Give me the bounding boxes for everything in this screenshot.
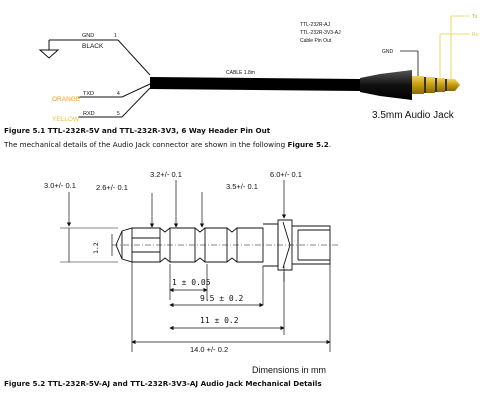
- txd-wire-slant: [121, 83, 151, 98]
- dim-3-5-label: 3.5+/- 0.1: [226, 182, 258, 191]
- body-paragraph: The mechanical details of the Audio Jack…: [3, 140, 331, 149]
- rxd-label: RXD: [83, 111, 95, 117]
- cable-title-3: Cable Pin Out: [300, 38, 332, 44]
- figure-5-2-caption: Figure 5.2 TTL-232R-5V-AJ and TTL-232R-3…: [4, 379, 322, 388]
- horizontal-dim-lines: [131, 262, 331, 352]
- black-label: BLACK: [82, 43, 104, 50]
- dim-3-0-label: 3.0+/- 0.1: [44, 181, 76, 190]
- cable-title-2: TTL-232R-3V3-AJ: [300, 30, 341, 36]
- jack-gnd-label: GND: [382, 49, 394, 55]
- dim-3-2-label: 3.2+/- 0.1: [150, 170, 182, 179]
- audio-jack-plug: [360, 70, 460, 100]
- dim-14-label: 14.0 +/- 0.2: [190, 345, 228, 354]
- dim-2-6-label: 2.6+/- 0.1: [96, 183, 128, 192]
- figure-5-1-caption: Figure 5.1 TTL-232R-5V and TTL-232R-3V3,…: [4, 126, 271, 135]
- jack-rx-label: Rx: [472, 32, 479, 38]
- orange-label: ORANGE: [52, 96, 81, 103]
- yellow-label: YELLOW: [52, 116, 80, 123]
- pin4-label: 4: [117, 91, 120, 97]
- txd-label: TXD: [83, 91, 94, 97]
- pin5-label: 5: [117, 111, 120, 117]
- dim-1-2-label: 1.2: [92, 242, 100, 254]
- cable-title-1: TTL-232R-AJ: [300, 22, 331, 28]
- dim-11-label: 11 ± 0.2: [200, 316, 239, 325]
- para-text: The mechanical details of the Audio Jack…: [3, 140, 287, 149]
- pin1-label: 1: [114, 33, 117, 39]
- jack-label: 3.5mm Audio Jack: [372, 110, 455, 121]
- dim-6-0-label: 6.0+/- 0.1: [270, 170, 302, 179]
- jack-mechanical-drawing: [112, 219, 340, 271]
- vertical-dim-arrows: [60, 180, 287, 282]
- cable-length-label: CABLE 1.8m: [226, 70, 255, 76]
- units-label: Dimensions in mm: [252, 365, 326, 375]
- dim-1-label: 1 ± 0.05: [172, 278, 211, 287]
- para-figure-ref: Figure 5.2: [287, 140, 328, 149]
- ground-icon: [38, 39, 78, 59]
- cable: [150, 77, 372, 91]
- figure-5-1: GND BLACK 1 TXD ORANGE 4 RXD YELLOW 5 CA…: [38, 14, 479, 123]
- para-end: .: [329, 140, 331, 149]
- gnd-label: GND: [82, 33, 94, 39]
- figure-5-2: 3.0+/- 0.1 2.6+/- 0.1 3.2+/- 0.1 3.5+/- …: [44, 170, 340, 375]
- rxd-wire-slant: [121, 87, 151, 118]
- jack-tx-label: Tx: [472, 14, 478, 20]
- gnd-wire-slant: [117, 39, 151, 76]
- dim-9-5-label: 9.5 ± 0.2: [200, 294, 244, 303]
